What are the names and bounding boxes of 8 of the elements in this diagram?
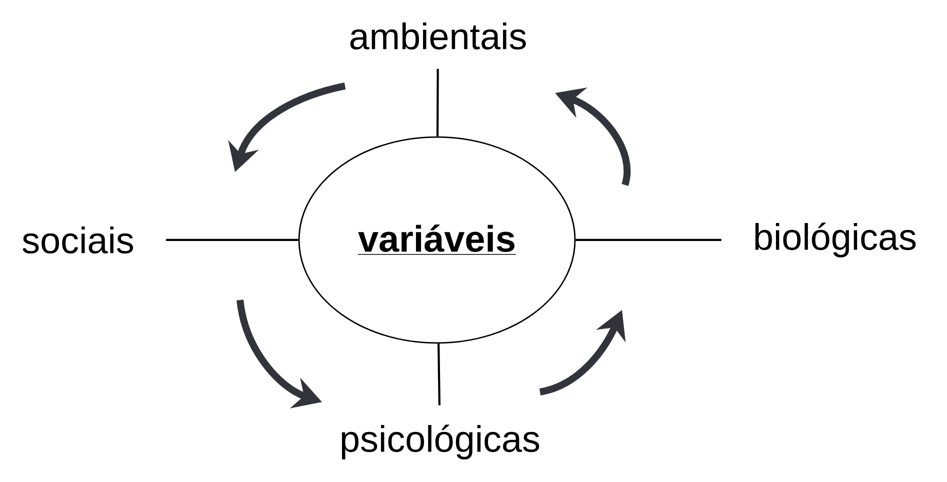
category-label: sociais bbox=[22, 226, 134, 254]
category-label: biológicas bbox=[755, 222, 916, 258]
connector-line bbox=[576, 238, 722, 242]
category-label: psicológicas bbox=[342, 424, 540, 460]
connector-line bbox=[166, 238, 298, 242]
connector-line bbox=[438, 344, 441, 406]
connector-line bbox=[436, 68, 439, 136]
category-label: ambientais bbox=[350, 22, 526, 50]
